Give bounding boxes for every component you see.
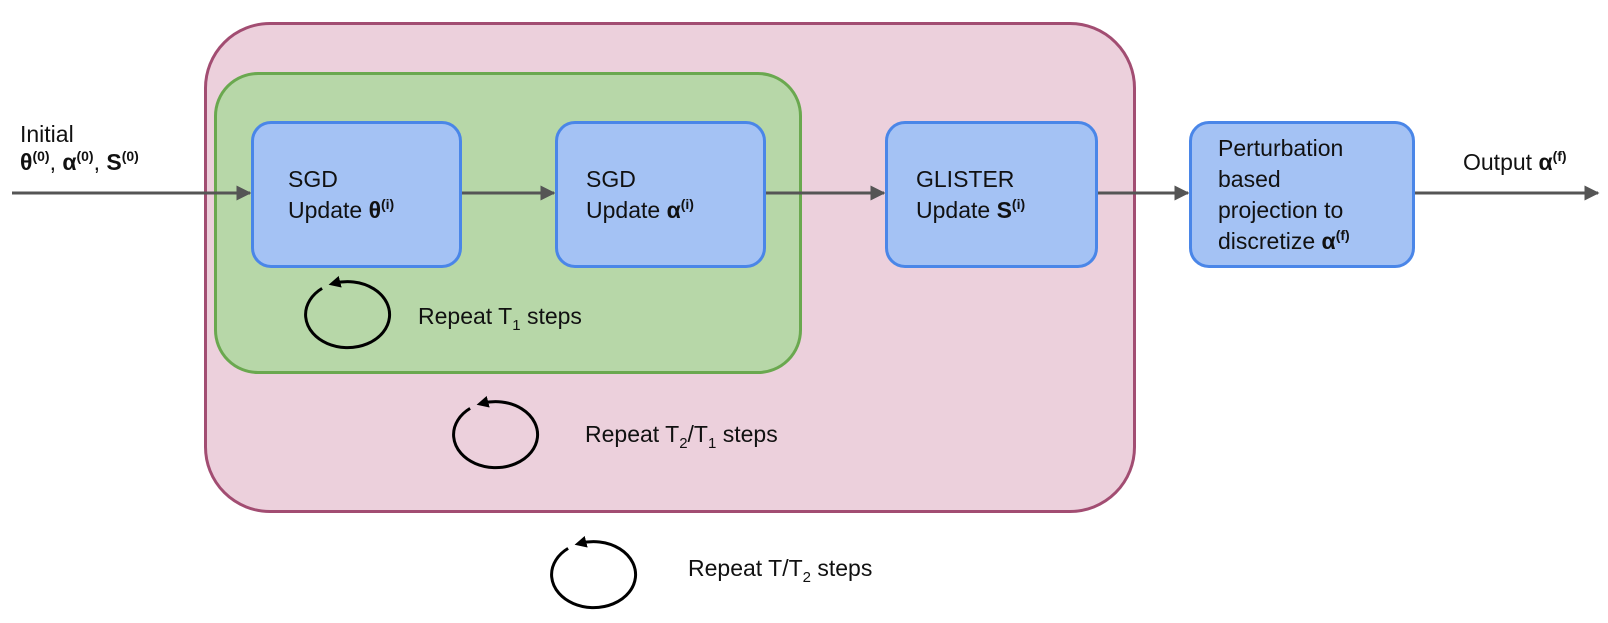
initial-parameters-label: Initial θ(0), α(0), S(0) bbox=[20, 120, 139, 176]
repeat-t1-label: Repeat T1 steps bbox=[418, 303, 582, 334]
node-line: projection to bbox=[1218, 196, 1344, 223]
output-label: Output α(f) bbox=[1463, 148, 1567, 175]
node-line: based bbox=[1218, 165, 1281, 192]
repeat-t2-t1-label: Repeat T2/T1 steps bbox=[585, 421, 778, 452]
sgd-update-alpha-node: SGD Update α(i) bbox=[555, 121, 766, 268]
initial-text: Initial bbox=[20, 121, 74, 147]
glister-update-node: GLISTER Update S(i) bbox=[885, 121, 1098, 268]
node-title: GLISTER bbox=[916, 165, 1015, 192]
node-line: Perturbation bbox=[1218, 134, 1344, 161]
node-update-line: Update θ(i) bbox=[288, 195, 395, 223]
perturbation-projection-node: Perturbation based projection to discret… bbox=[1189, 121, 1415, 268]
node-update-line: Update S(i) bbox=[916, 195, 1026, 223]
cycle-icon bbox=[550, 535, 638, 610]
sgd-update-theta-node: SGD Update θ(i) bbox=[251, 121, 462, 268]
node-title: SGD bbox=[288, 165, 338, 192]
node-update-line: Update α(i) bbox=[586, 195, 694, 223]
repeat-t-t2-label: Repeat T/T2 steps bbox=[688, 555, 873, 586]
initial-values: θ(0), α(0), S(0) bbox=[20, 148, 139, 175]
cycle-icon bbox=[452, 395, 540, 470]
node-line: discretize α(f) bbox=[1218, 226, 1350, 254]
node-title: SGD bbox=[586, 165, 636, 192]
cycle-icon bbox=[304, 275, 392, 350]
